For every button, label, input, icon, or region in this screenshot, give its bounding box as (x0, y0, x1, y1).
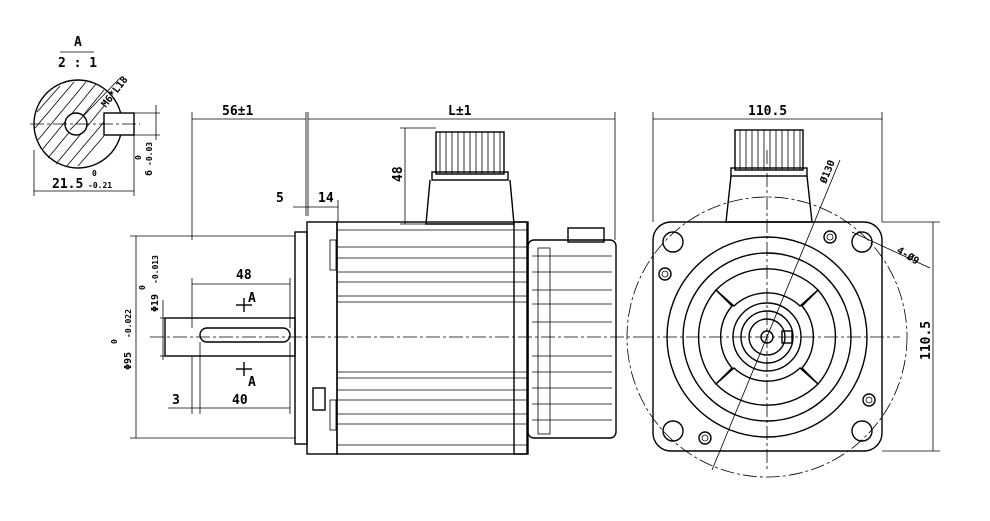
mount-hole-tr (851, 231, 873, 253)
spigot-dia-label: Φ95 (123, 352, 134, 370)
flange-spigot (294, 231, 308, 445)
shaft-key (199, 327, 291, 343)
section-scale: 2 : 1 (58, 56, 97, 71)
pcd-circle (626, 196, 908, 478)
mount-hole-br (851, 420, 873, 442)
section-view: A 2 : 1 M6*L18 6 0 -0.03 21 (30, 35, 160, 196)
front-view: 110.5 (626, 104, 940, 478)
housing-fins (337, 229, 527, 446)
motor-housing (336, 221, 528, 455)
key-width-tol-low: -0.03 (145, 142, 154, 166)
flange-a-label: 5 (276, 191, 284, 206)
side-view: 56±1 L±1 48 5 14 (110, 104, 640, 455)
connector-height-label: 48 (391, 166, 406, 182)
key-height-tol-up: 0 (92, 169, 97, 178)
key-length-label: 48 (236, 268, 252, 283)
holes-label: 4-Ø9 (894, 244, 921, 267)
body-length-label: L±1 (448, 104, 472, 119)
key-height-tol-low: -0.21 (88, 181, 112, 190)
mount-hole-bl (662, 420, 684, 442)
shaft-length-label: 56±1 (222, 104, 253, 119)
section-mark-bottom: A (248, 375, 256, 390)
mount-hole-tl (662, 231, 684, 253)
spigot-dia-tol-low: -0.022 (124, 309, 133, 338)
shaft-dia-label: Φ19 (150, 294, 161, 312)
encoder-cover (527, 239, 617, 439)
section-hatch (34, 81, 105, 168)
key-offset-label: 3 (172, 393, 180, 408)
flange-body (306, 221, 338, 455)
key-height-label: 21.5 (52, 177, 83, 192)
shaft-dia-tol-low: -0.013 (151, 255, 160, 284)
spigot-dia-tol-up: 0 (110, 339, 119, 344)
key-width-tol-up: 0 (134, 155, 143, 160)
front-height-label: 110.5 (919, 321, 934, 360)
flange-b-label: 14 (318, 191, 334, 206)
thread-label: M6*L18 (100, 75, 131, 110)
square-flange (652, 221, 883, 452)
section-letter: A (74, 35, 82, 50)
section-mark-top: A (248, 291, 256, 306)
front-width-label: 110.5 (748, 104, 787, 119)
shaft-dia-tol-up: 0 (138, 285, 147, 290)
key-width-label: 6 (144, 170, 155, 176)
key-span-label: 40 (232, 393, 248, 408)
